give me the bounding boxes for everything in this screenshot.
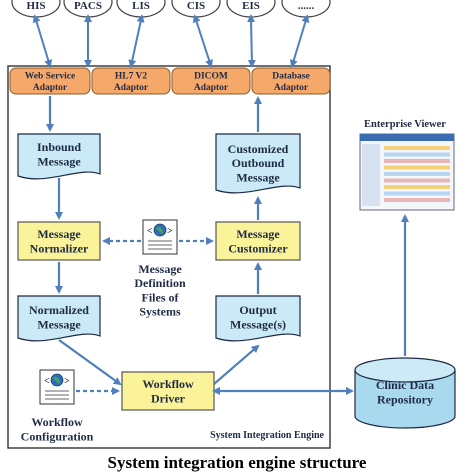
viewer-sidebar — [362, 144, 380, 206]
system-label-3: CIS — [187, 0, 205, 12]
message-customizer-line-0: Message — [236, 227, 280, 241]
clinic-repository-line-1: Repository — [377, 392, 433, 406]
inbound-message-line-0: Inbound — [37, 140, 81, 154]
viewer-row-7 — [384, 191, 450, 196]
definition-files-line-0: Message — [138, 262, 182, 276]
workflow-config-icon-land — [53, 376, 60, 384]
integration-engine-box — [7, 65, 331, 449]
viewer-row-8 — [384, 198, 450, 202]
adaptor-label-0-line-1: Adaptor — [33, 83, 68, 93]
system-label-2: LIS — [132, 0, 150, 12]
inbound-message-line-1: Message — [37, 154, 81, 168]
engine-label: System Integration Engine — [210, 430, 324, 441]
workflow-driver-line-1: Driver — [151, 391, 186, 405]
figure-caption: System integration engine structure — [108, 453, 367, 472]
viewer-row-4 — [384, 172, 450, 176]
driver-to-output-arrow — [213, 344, 260, 385]
adaptor-3 — [251, 67, 331, 95]
workflow-configuration-line-1: Configuration — [21, 429, 94, 443]
system-adaptor-arrow-3 — [192, 14, 213, 68]
system-label-0: HIS — [27, 0, 46, 12]
adaptor-label-2-line-0: DICOM — [194, 72, 228, 82]
clinic-repository-line-0: Clinic Data — [376, 378, 434, 392]
viewer-row-2 — [384, 159, 450, 163]
workflow-config-icon-brackets: < — [44, 376, 50, 387]
adaptor-label-3-line-1: Adaptor — [274, 83, 309, 93]
adaptor-label-1-line-1: Adaptor — [114, 83, 149, 93]
normalized-message-line-1: Message — [37, 317, 81, 331]
definition-files-icon-land — [156, 226, 163, 234]
viewer-row-0 — [384, 146, 450, 150]
system-adaptor-arrow-0 — [32, 14, 53, 68]
customized-outbound-line-0: Customized — [228, 142, 289, 156]
workflow-config-icon-brackets-close: > — [64, 376, 70, 387]
normalized-to-driver-arrow — [58, 339, 122, 386]
adaptor-1 — [91, 67, 171, 95]
system-adaptor-arrow-4 — [247, 14, 256, 68]
message-normalizer-line-1: Normalizer — [30, 241, 89, 255]
viewer-row-5 — [384, 178, 450, 183]
viewer-row-3 — [384, 165, 450, 170]
definition-files-line-1: Definition — [134, 276, 186, 290]
repository-cylinder-body — [354, 369, 456, 429]
viewer-row-1 — [384, 152, 450, 157]
system-label-5: ...... — [298, 0, 315, 12]
output-message-line-1: Message(s) — [230, 317, 286, 331]
normalized-message-line-0: Normalized — [29, 303, 89, 317]
workflow-configuration-line-0: Workflow — [31, 415, 83, 429]
workflow-driver-line-0: Workflow — [142, 377, 194, 391]
viewer-titlebar — [360, 134, 454, 141]
message-customizer-line-1: Customizer — [228, 241, 288, 255]
system-label-1: PACS — [74, 0, 102, 12]
message-normalizer-box — [17, 221, 101, 261]
repository-cylinder-top — [354, 357, 456, 383]
customized-outbound-line-1: Outbound — [232, 156, 285, 170]
definition-files-line-2: Files of — [142, 290, 180, 304]
normalized-message-doc — [17, 295, 101, 342]
system-adaptor-arrow-2 — [128, 14, 145, 68]
message-customizer-box — [215, 221, 301, 261]
adaptor-0 — [9, 67, 91, 95]
system-adaptor-arrow-5 — [289, 14, 310, 68]
customized-outbound-doc — [215, 133, 301, 194]
adaptor-label-3-line-0: Database — [272, 72, 309, 82]
inbound-message-doc — [17, 133, 101, 180]
enterprise-viewer-label: Enterprise Viewer — [364, 119, 446, 130]
output-message-line-0: Output — [239, 303, 276, 317]
customized-outbound-line-2: Message — [236, 170, 280, 184]
message-normalizer-line-0: Message — [37, 227, 81, 241]
adaptor-label-0-line-0: Web Service — [25, 72, 75, 82]
adaptor-label-1-line-0: HL7 V2 — [115, 72, 148, 82]
adaptor-label-2-line-1: Adaptor — [194, 83, 229, 93]
output-message-doc — [215, 295, 301, 342]
definition-files-line-3: Systems — [139, 304, 181, 318]
system-label-4: EIS — [242, 0, 260, 12]
viewer-row-6 — [384, 185, 450, 189]
adaptor-2 — [171, 67, 251, 95]
definition-files-icon-brackets-close: > — [167, 226, 173, 237]
definition-files-icon-brackets: < — [147, 226, 153, 237]
